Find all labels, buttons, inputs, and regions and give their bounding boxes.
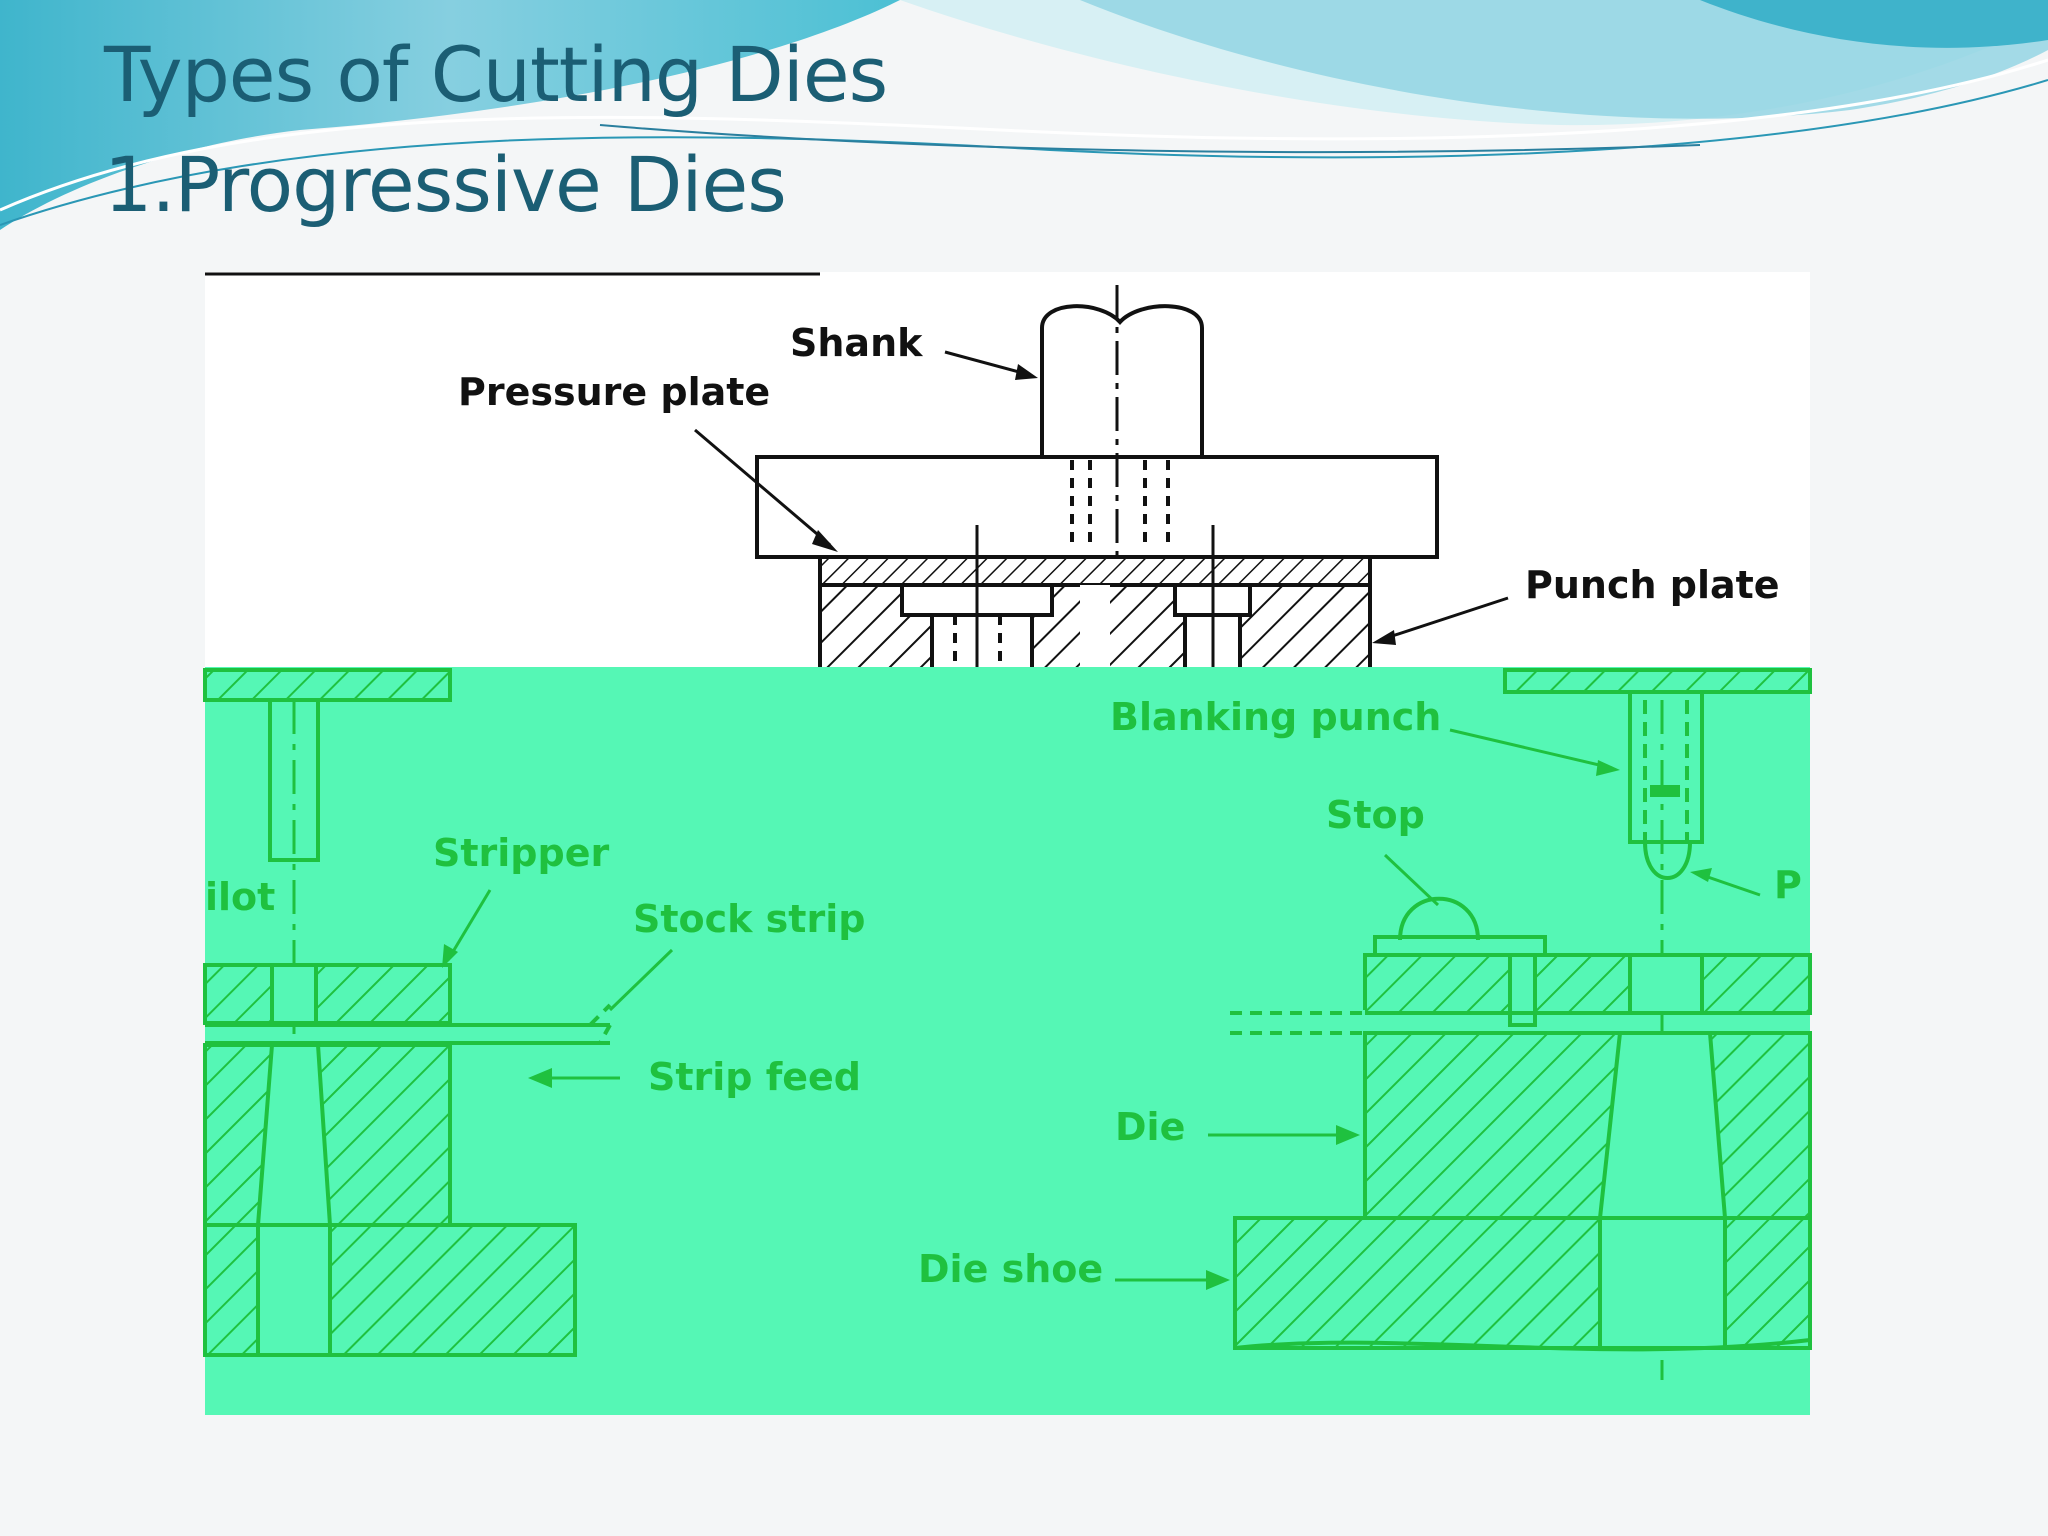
label-pilot-right: P — [1774, 863, 1802, 907]
slide-title-line-2: 1.Progressive Dies — [104, 140, 787, 229]
upper-die-drawing — [694, 285, 1509, 672]
label-die-shoe: Die shoe — [918, 1247, 1103, 1291]
label-blanking-punch: Blanking punch — [1110, 695, 1441, 739]
shank — [1040, 304, 1204, 460]
label-die: Die — [1115, 1105, 1185, 1149]
header-wave — [0, 0, 2048, 230]
label-stop: Stop — [1326, 793, 1425, 837]
label-pilot: ilot — [205, 875, 275, 919]
label-stock-strip: Stock strip — [633, 897, 865, 941]
slide-title-line-1: Types of Cutting Dies — [104, 30, 888, 119]
pressure-plate — [755, 455, 1439, 559]
label-stripper: Stripper — [433, 831, 609, 875]
backing-plate — [818, 555, 1372, 587]
lower-die-drawing — [203, 668, 1812, 1380]
label-strip-feed: Strip feed — [648, 1055, 861, 1099]
label-punch-plate: Punch plate — [1525, 563, 1780, 607]
label-pressure-plate: Pressure plate — [458, 370, 770, 414]
label-shank: Shank — [790, 321, 923, 365]
